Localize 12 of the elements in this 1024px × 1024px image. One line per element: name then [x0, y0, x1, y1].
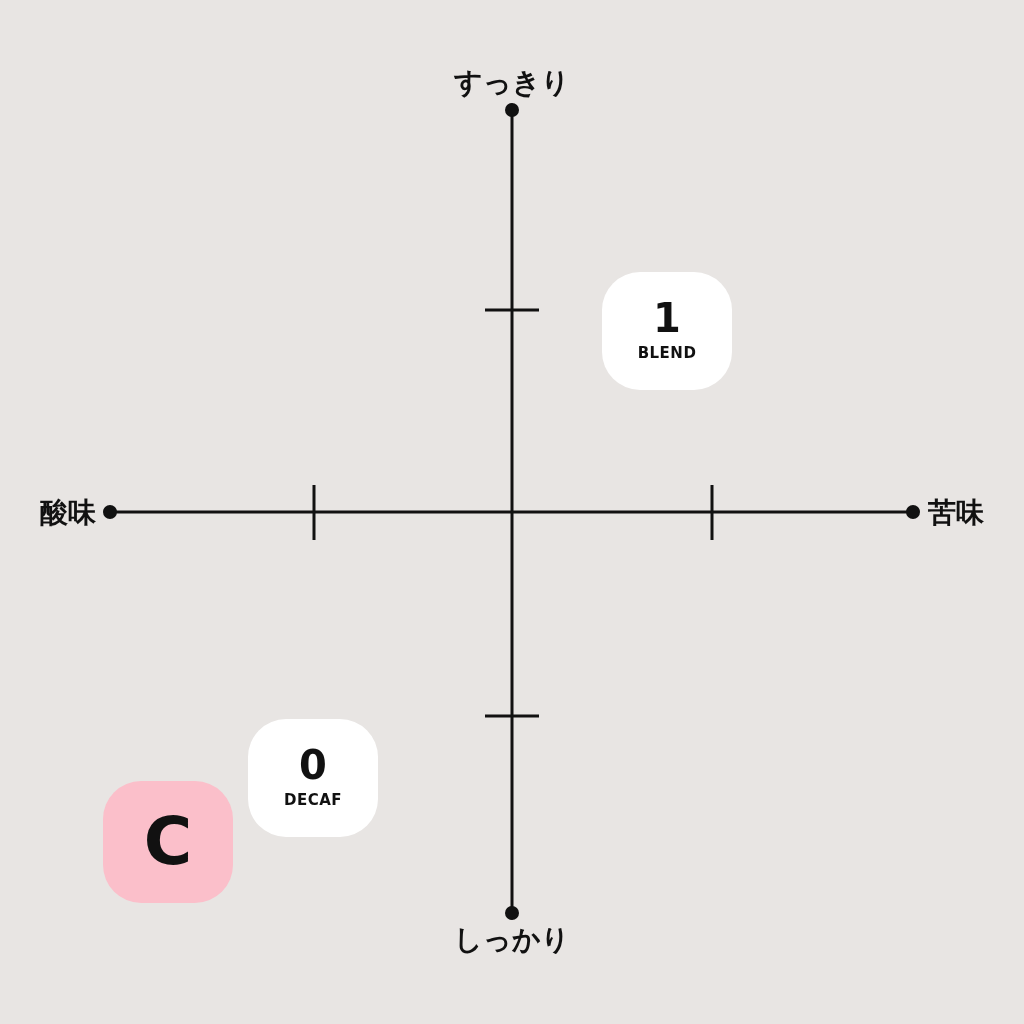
product-badge: [602, 272, 732, 390]
axis-label: すっきり: [454, 69, 570, 97]
product-name: DECAF: [283, 791, 343, 811]
product-number: 0: [299, 745, 327, 786]
axis-label: しっかり: [454, 926, 570, 954]
product-number: 1: [653, 298, 681, 339]
product-badge: [248, 719, 378, 837]
product-badge: [103, 781, 233, 903]
axis-label: 酸味: [40, 499, 96, 527]
axis-label: 苦味: [928, 499, 984, 527]
product-number: C: [143, 809, 193, 875]
product-name: BLEND: [637, 344, 697, 364]
